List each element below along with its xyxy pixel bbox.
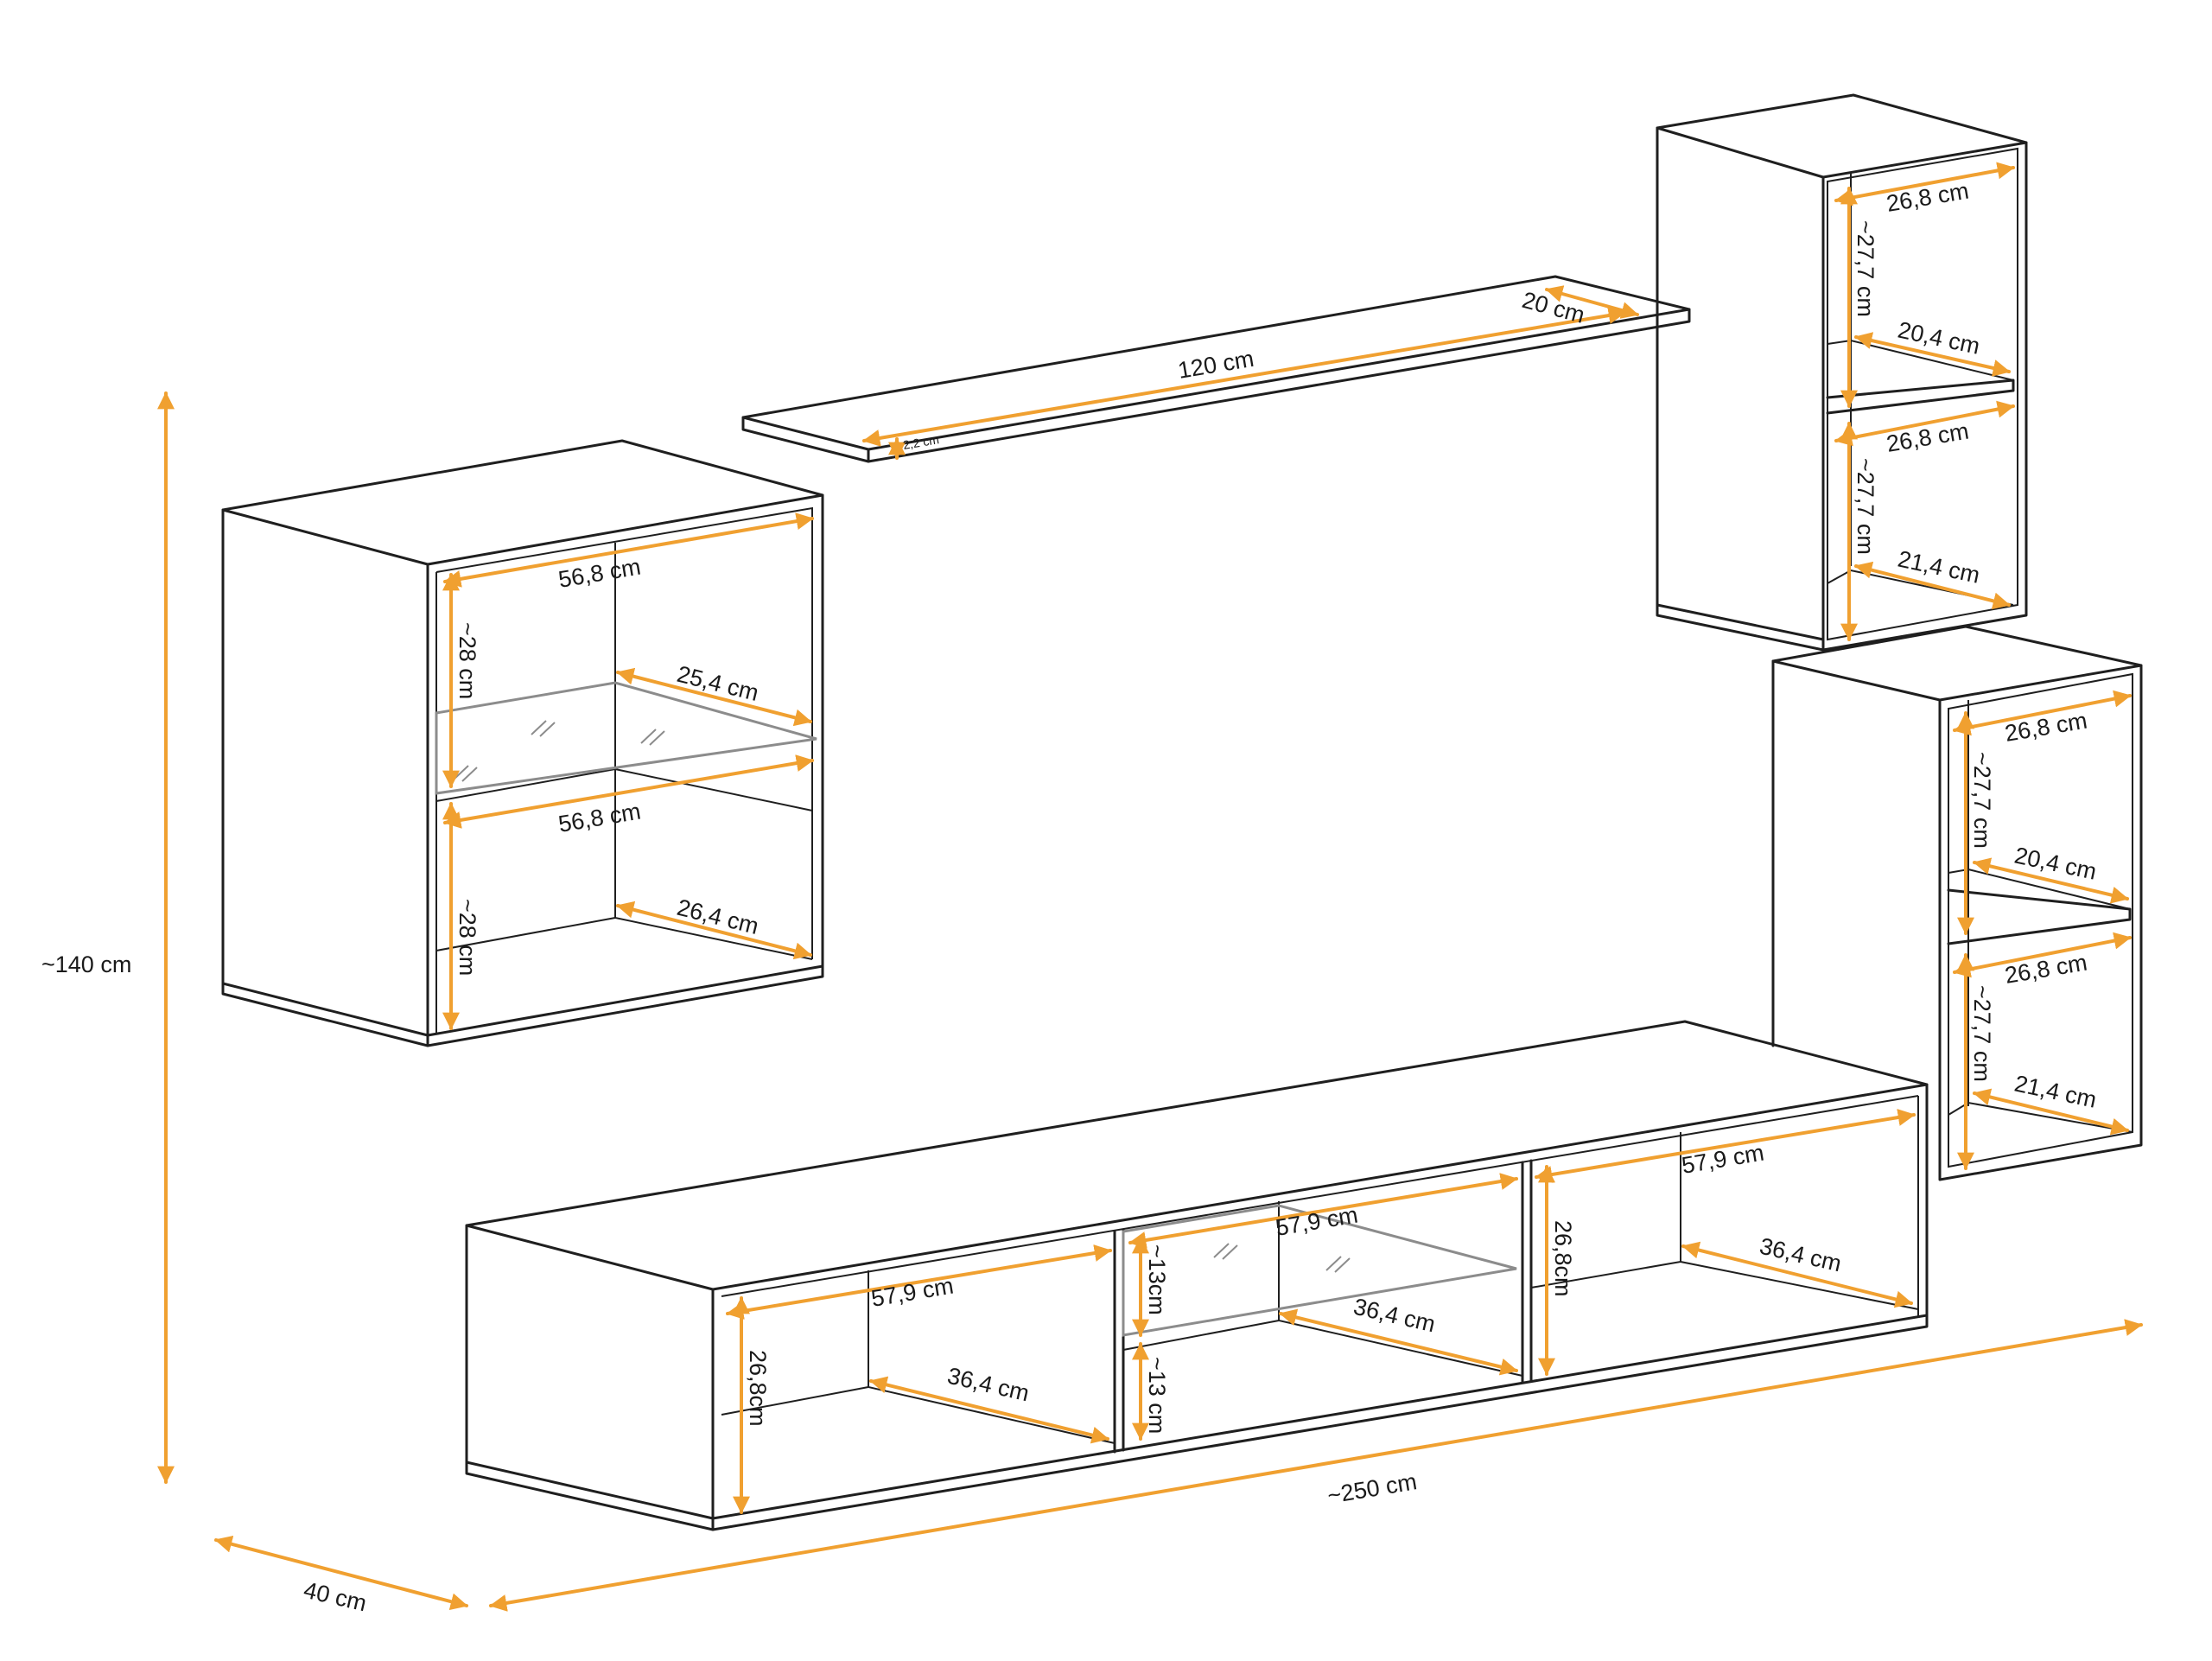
- overall-width-label: ~250 cm: [1325, 1468, 1419, 1509]
- tv-middle-width-dim: [1128, 1173, 1518, 1249]
- tv-right-width-label: 57,9 cm: [1680, 1139, 1766, 1178]
- overall-depth-dim: [214, 1535, 468, 1611]
- low-bottom-width-dim: [1953, 932, 2132, 978]
- tv-right-height-label: 26,8cm: [1550, 1220, 1576, 1297]
- left-bottom-depth-dim: [616, 901, 812, 960]
- tall-top-depth-dim: [1854, 332, 2011, 377]
- tall-bottom-width-dim: [1834, 400, 2015, 447]
- left-top-depth-dim: [616, 667, 812, 727]
- tv-left-width-label: 57,9 cm: [869, 1272, 956, 1311]
- tall-top-height-label: ~27,7 cm: [1853, 220, 1878, 317]
- tall-bottom-height-label: ~27,7 cm: [1853, 458, 1878, 555]
- tv-right-depth-dim: [1681, 1241, 1913, 1308]
- wall-shelf: 120 cm 20 cm 2,2 cm: [741, 275, 1691, 463]
- tv-unit: 57,9 cm 26,8cm 36,4 cm 57,9 cm ~13cm ~13…: [465, 1020, 1929, 1531]
- low-top-depth-dim: [1973, 857, 2129, 904]
- tall-top-width-label: 26,8 cm: [1885, 177, 1971, 216]
- left-bottom-width-dim: [443, 754, 814, 829]
- left-bottom-width-label: 56,8 cm: [556, 798, 643, 837]
- low-bottom-depth-dim: [1973, 1088, 2129, 1136]
- left-cabinet: 56,8 cm ~28 cm 25,4 cm 56,8 cm ~28 cm 26…: [221, 439, 824, 1047]
- tall-bottom-depth-dim: [1854, 561, 2011, 610]
- right-low-cabinet: 26,8 cm ~27,7 cm 20,4 cm 26,8 cm ~27,7 c…: [1771, 625, 2143, 1181]
- shelf-thickness-label: 2,2 cm: [902, 432, 940, 452]
- tv-middle-depth-label: 36,4 cm: [1351, 1294, 1438, 1338]
- tv-middle-bottom-height-label: ~13 cm: [1144, 1357, 1170, 1434]
- low-top-height-label: ~27,7 cm: [1969, 752, 1995, 849]
- overall-height-label: ~140 cm: [41, 951, 131, 977]
- tv-left-depth-label: 36,4 cm: [945, 1363, 1032, 1407]
- tv-right-width-dim: [1535, 1109, 1916, 1183]
- tv-right-depth-label: 36,4 cm: [1758, 1233, 1844, 1277]
- right-tall-cabinet: 26,8 cm ~27,7 cm 20,4 cm 26,8 cm ~27,7 c…: [1656, 93, 2028, 652]
- low-top-depth-label: 20,4 cm: [2012, 843, 2099, 885]
- left-bottom-height-label: ~28 cm: [454, 899, 480, 976]
- shelf-length-dim: [862, 307, 1626, 447]
- overall-dimensions: ~140 cm 40 cm ~250 cm: [41, 391, 2143, 1617]
- overall-width-dim: [489, 1319, 2143, 1612]
- shelf-depth-dim: [1545, 285, 1639, 319]
- tv-middle-top-height-label: ~13cm: [1144, 1244, 1170, 1315]
- overall-depth-label: 40 cm: [302, 1577, 369, 1617]
- left-top-height-label: ~28 cm: [454, 622, 480, 699]
- low-top-width-label: 26,8 cm: [2003, 707, 2089, 746]
- tv-left-width-dim: [726, 1244, 1112, 1320]
- low-bottom-width-label: 26,8 cm: [2003, 949, 2089, 988]
- left-top-width-dim: [443, 512, 814, 588]
- tall-top-width-dim: [1834, 162, 2015, 207]
- low-top-width-dim: [1953, 690, 2132, 736]
- tall-top-depth-label: 20,4 cm: [1896, 317, 1982, 360]
- tv-left-height-label: 26,8cm: [745, 1350, 771, 1427]
- low-bottom-height-label: ~27,7 cm: [1969, 985, 1995, 1082]
- tall-bottom-width-label: 26,8 cm: [1885, 417, 1971, 456]
